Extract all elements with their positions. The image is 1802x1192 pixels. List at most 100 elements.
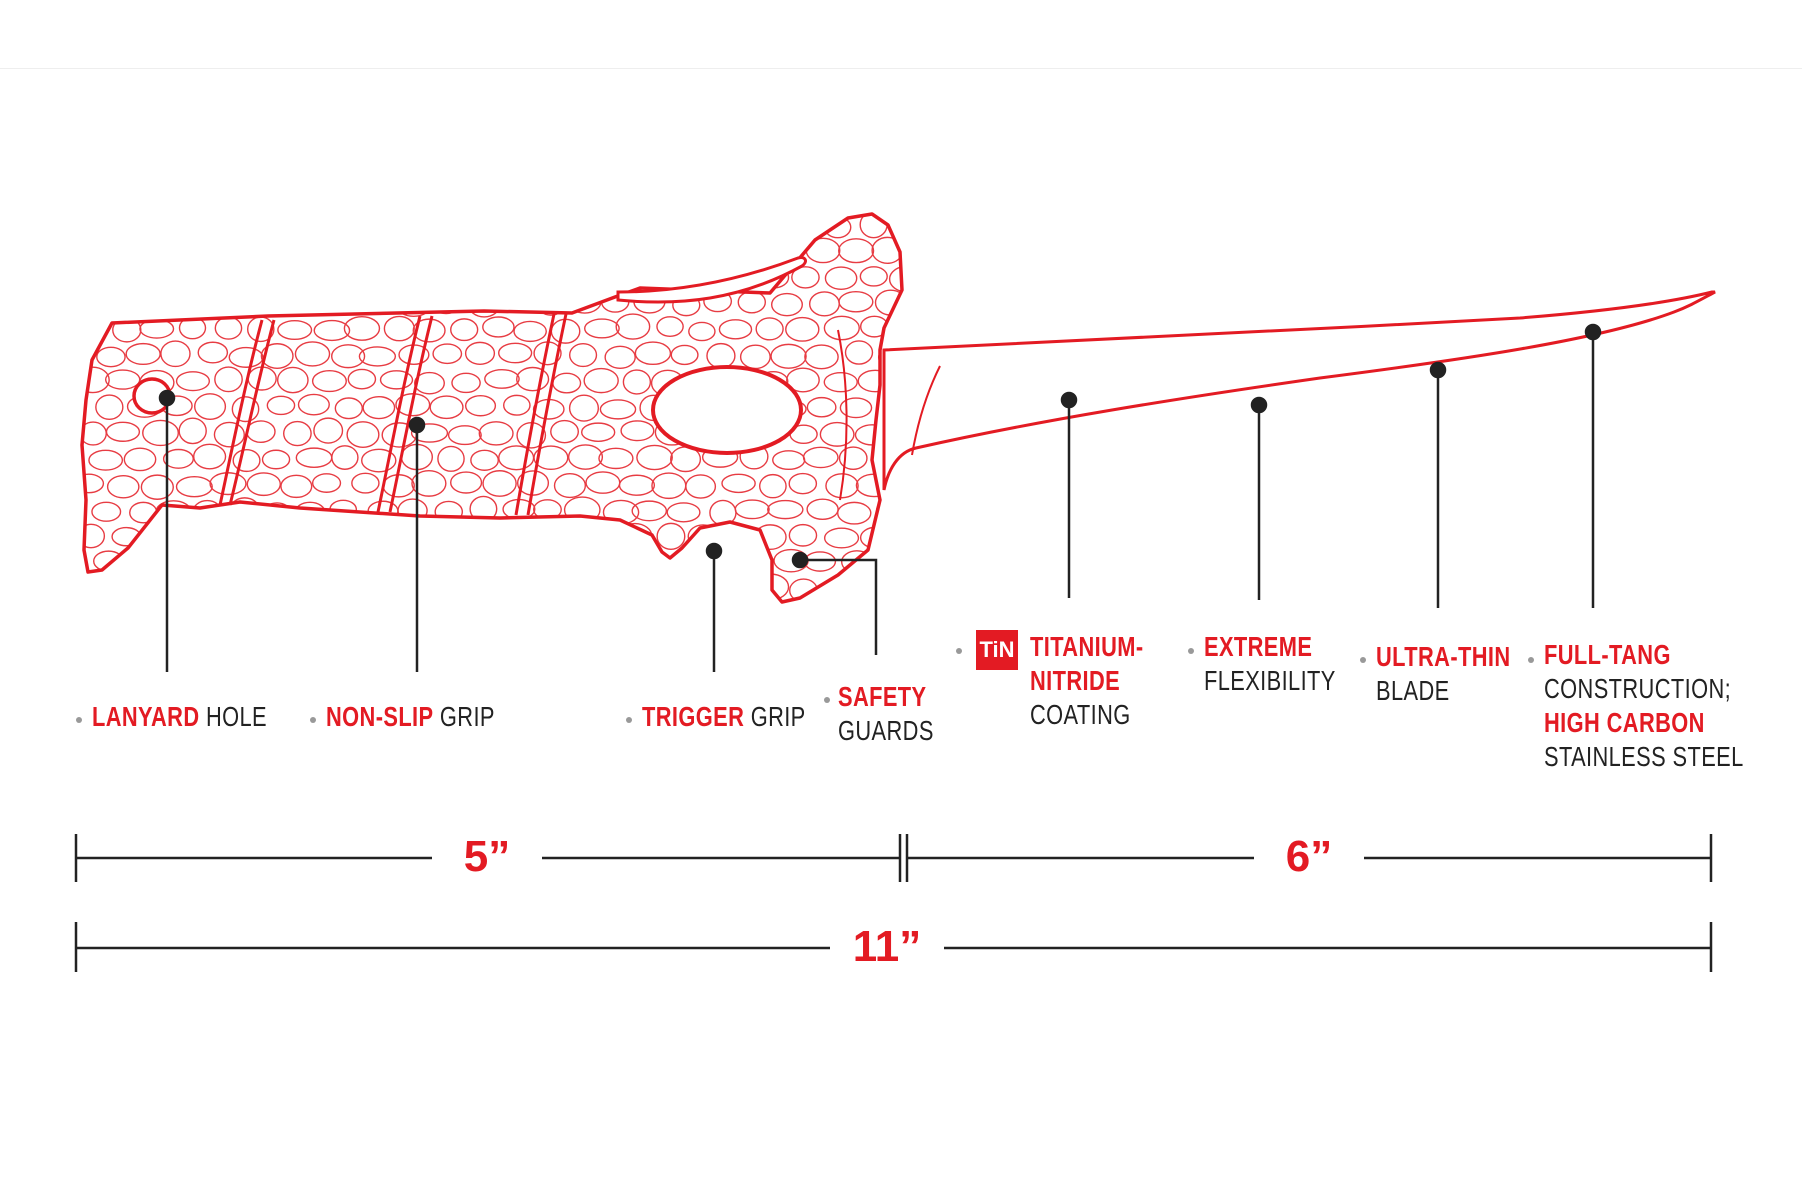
scale-mark — [366, 290, 395, 312]
scale-mark — [519, 264, 550, 290]
scale-mark — [788, 523, 818, 547]
scale-mark — [178, 417, 207, 445]
scale-mark — [346, 421, 380, 449]
scale-mark — [825, 473, 859, 499]
scale-mark — [806, 498, 839, 521]
scale-mark — [411, 469, 447, 497]
scale-mark — [587, 214, 620, 236]
scale-mark — [82, 366, 110, 394]
scale-mark — [260, 343, 294, 369]
scale-mark — [194, 238, 223, 259]
callout-dark-text: HOLE — [205, 701, 267, 732]
scale-mark — [706, 342, 736, 369]
scale-mark — [294, 501, 326, 525]
callout-dark-text: GUARDS — [838, 715, 934, 746]
scale-mark — [176, 265, 207, 291]
scale-mark — [330, 344, 366, 369]
scale-mark — [448, 522, 479, 550]
bolster-line — [837, 329, 848, 501]
scale-mark — [105, 421, 141, 442]
scale-mark — [82, 318, 105, 340]
scale-mark — [891, 523, 902, 547]
scale-mark — [585, 578, 614, 602]
scale-mark — [720, 523, 750, 549]
scale-mark — [499, 242, 528, 263]
scale-mark — [157, 288, 189, 316]
scale-mark — [496, 551, 532, 579]
scale-mark — [124, 551, 158, 574]
scale-mark — [123, 447, 157, 472]
callout-dark-text: COATING — [1030, 699, 1131, 730]
grip-band-1 — [228, 319, 276, 506]
scale-mark — [581, 422, 616, 442]
scale-mark — [585, 471, 621, 494]
scale-mark — [450, 471, 483, 494]
scale-mark — [82, 473, 105, 494]
scale-mark — [311, 473, 342, 493]
bullet-dot — [824, 697, 830, 703]
scale-mark — [874, 553, 902, 573]
scale-mark — [482, 470, 517, 497]
scale-mark — [104, 369, 141, 390]
scale-mark — [670, 344, 699, 366]
scale-mark — [294, 239, 325, 262]
scale-mark — [837, 501, 872, 525]
callout-dark-text: GRIP — [750, 701, 806, 732]
callout-red-text: NON-SLIP — [326, 701, 434, 732]
scale-mark — [283, 420, 312, 447]
scale-mark — [702, 238, 738, 266]
scale-mark — [553, 473, 587, 499]
scale-mark — [195, 550, 229, 574]
scale-mark — [240, 214, 278, 237]
scale-mark — [348, 261, 377, 288]
scale-mark — [568, 394, 600, 422]
scale-mark — [225, 551, 259, 574]
scale-mark — [622, 369, 652, 395]
scale-mark — [274, 214, 312, 236]
scale-mark — [333, 239, 363, 259]
scale-mark — [232, 448, 261, 473]
scale-mark — [503, 394, 531, 416]
scale-mark — [110, 214, 139, 239]
scale-mark — [277, 319, 313, 341]
scale-mark — [839, 397, 873, 419]
scale-mark — [601, 551, 630, 577]
scale-mark — [382, 474, 415, 498]
callout-safety-guards: SAFETY GUARDS — [838, 680, 934, 748]
scale-mark — [140, 474, 174, 500]
scale-mark — [175, 371, 211, 392]
scale-mark — [759, 473, 787, 499]
grip-band-2b — [376, 315, 422, 513]
scale-mark — [242, 577, 280, 602]
scale-mark — [214, 316, 243, 340]
scale-mark — [786, 367, 820, 393]
blade-bevel — [911, 365, 941, 456]
scale-mark — [858, 578, 889, 602]
bullet-dot — [310, 717, 316, 723]
scale-mark — [331, 445, 359, 470]
scale-mark — [91, 501, 122, 522]
scale-mark — [603, 237, 633, 264]
scale-mark — [347, 368, 377, 390]
scale-mark — [737, 290, 767, 314]
scale-mark — [551, 526, 585, 548]
handle — [80, 212, 904, 604]
scale-mark — [379, 526, 417, 548]
scale-mark — [890, 473, 902, 501]
scale-mark — [802, 446, 839, 469]
scale-mark — [464, 341, 496, 365]
callout-lanyard-hole: LANYARD HOLE — [92, 700, 267, 734]
scale-mark — [209, 267, 243, 291]
scale-mark — [351, 472, 380, 494]
scale-mark — [87, 241, 125, 264]
scale-mark — [247, 264, 279, 287]
scale-mark — [343, 315, 381, 341]
scale-mark — [176, 526, 208, 552]
bullet-dot — [76, 717, 82, 723]
scale-mark — [516, 366, 550, 392]
bullet-dot — [1188, 648, 1194, 654]
scale-mark — [283, 528, 312, 549]
scale-mark — [615, 313, 651, 340]
scale-mark — [623, 579, 651, 602]
scale-mark — [721, 473, 756, 494]
